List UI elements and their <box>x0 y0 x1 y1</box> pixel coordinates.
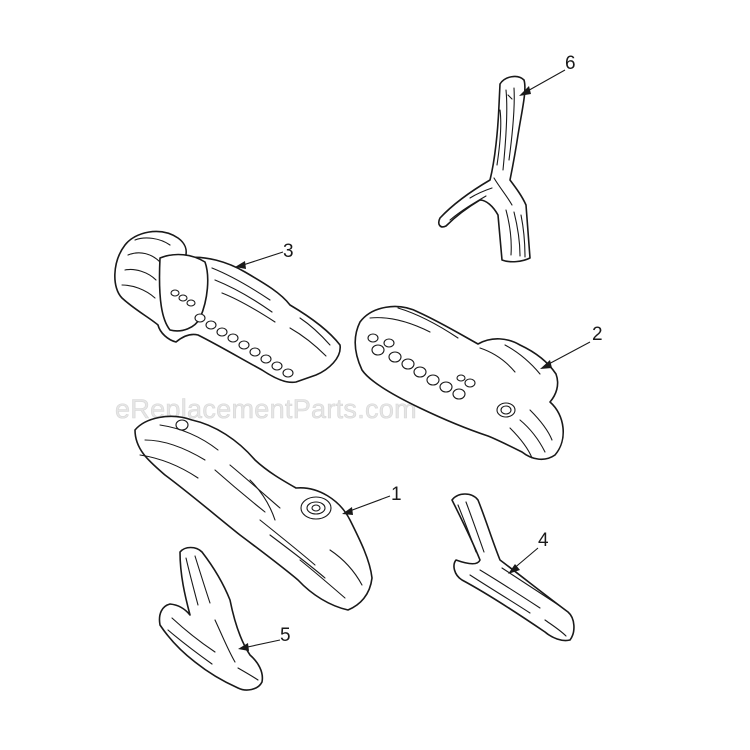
part-4-log[interactable] <box>451 493 575 642</box>
part-3-log[interactable] <box>114 230 341 384</box>
callout-2-label: 2 <box>592 324 603 345</box>
callout-3: 3 <box>235 241 294 269</box>
part-5-log[interactable] <box>158 546 264 691</box>
callout-6-label: 6 <box>565 53 576 74</box>
callout-4-label: 4 <box>538 530 549 551</box>
callout-1: 1 <box>342 484 402 515</box>
callout-3-label: 3 <box>283 241 294 262</box>
callout-5-label: 5 <box>280 625 291 646</box>
callout-6: 6 <box>519 53 576 96</box>
part-2-log[interactable] <box>354 305 565 461</box>
callout-5: 5 <box>238 625 291 651</box>
part-1-log[interactable] <box>134 415 373 611</box>
part-6-log[interactable] <box>438 75 531 263</box>
callout-1-label: 1 <box>391 484 402 505</box>
callout-2: 2 <box>540 324 603 369</box>
callout-4: 4 <box>508 530 549 574</box>
